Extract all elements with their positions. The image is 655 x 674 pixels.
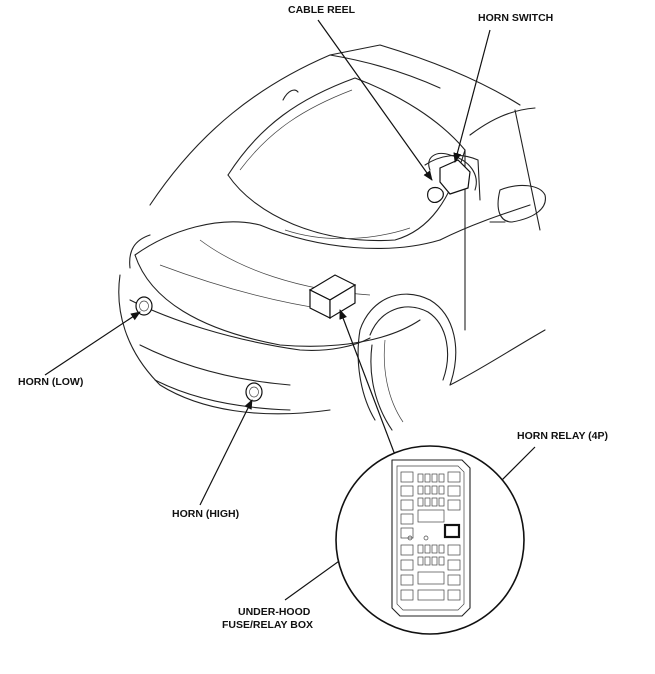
label-horn-low: HORN (LOW) [18,376,84,388]
label-fuse-box-line1: UNDER-HOOD [238,606,311,618]
cable-reel-leader [317,19,433,181]
label-horn-relay: HORN RELAY (4P) [517,430,609,442]
fuse-box-on-car [308,274,357,320]
horn-low-leader [44,311,141,376]
horn-low-component [135,296,153,316]
car-body [118,44,546,431]
label-horn-switch: HORN SWITCH [478,12,554,24]
horn-switch-leader [453,29,491,163]
horn-relay-highlight [443,523,461,539]
fuse-box-callout-leader [339,309,396,456]
horn-high-leader [199,399,253,506]
fuse-box-detail [335,445,525,635]
label-horn-high: HORN (HIGH) [172,508,240,520]
steering-wheel-area [427,152,477,203]
label-fuse-box-line2: FUSE/RELAY BOX [222,619,314,631]
label-cable-reel: CABLE REEL [288,4,356,16]
horn-high-component [245,382,263,402]
